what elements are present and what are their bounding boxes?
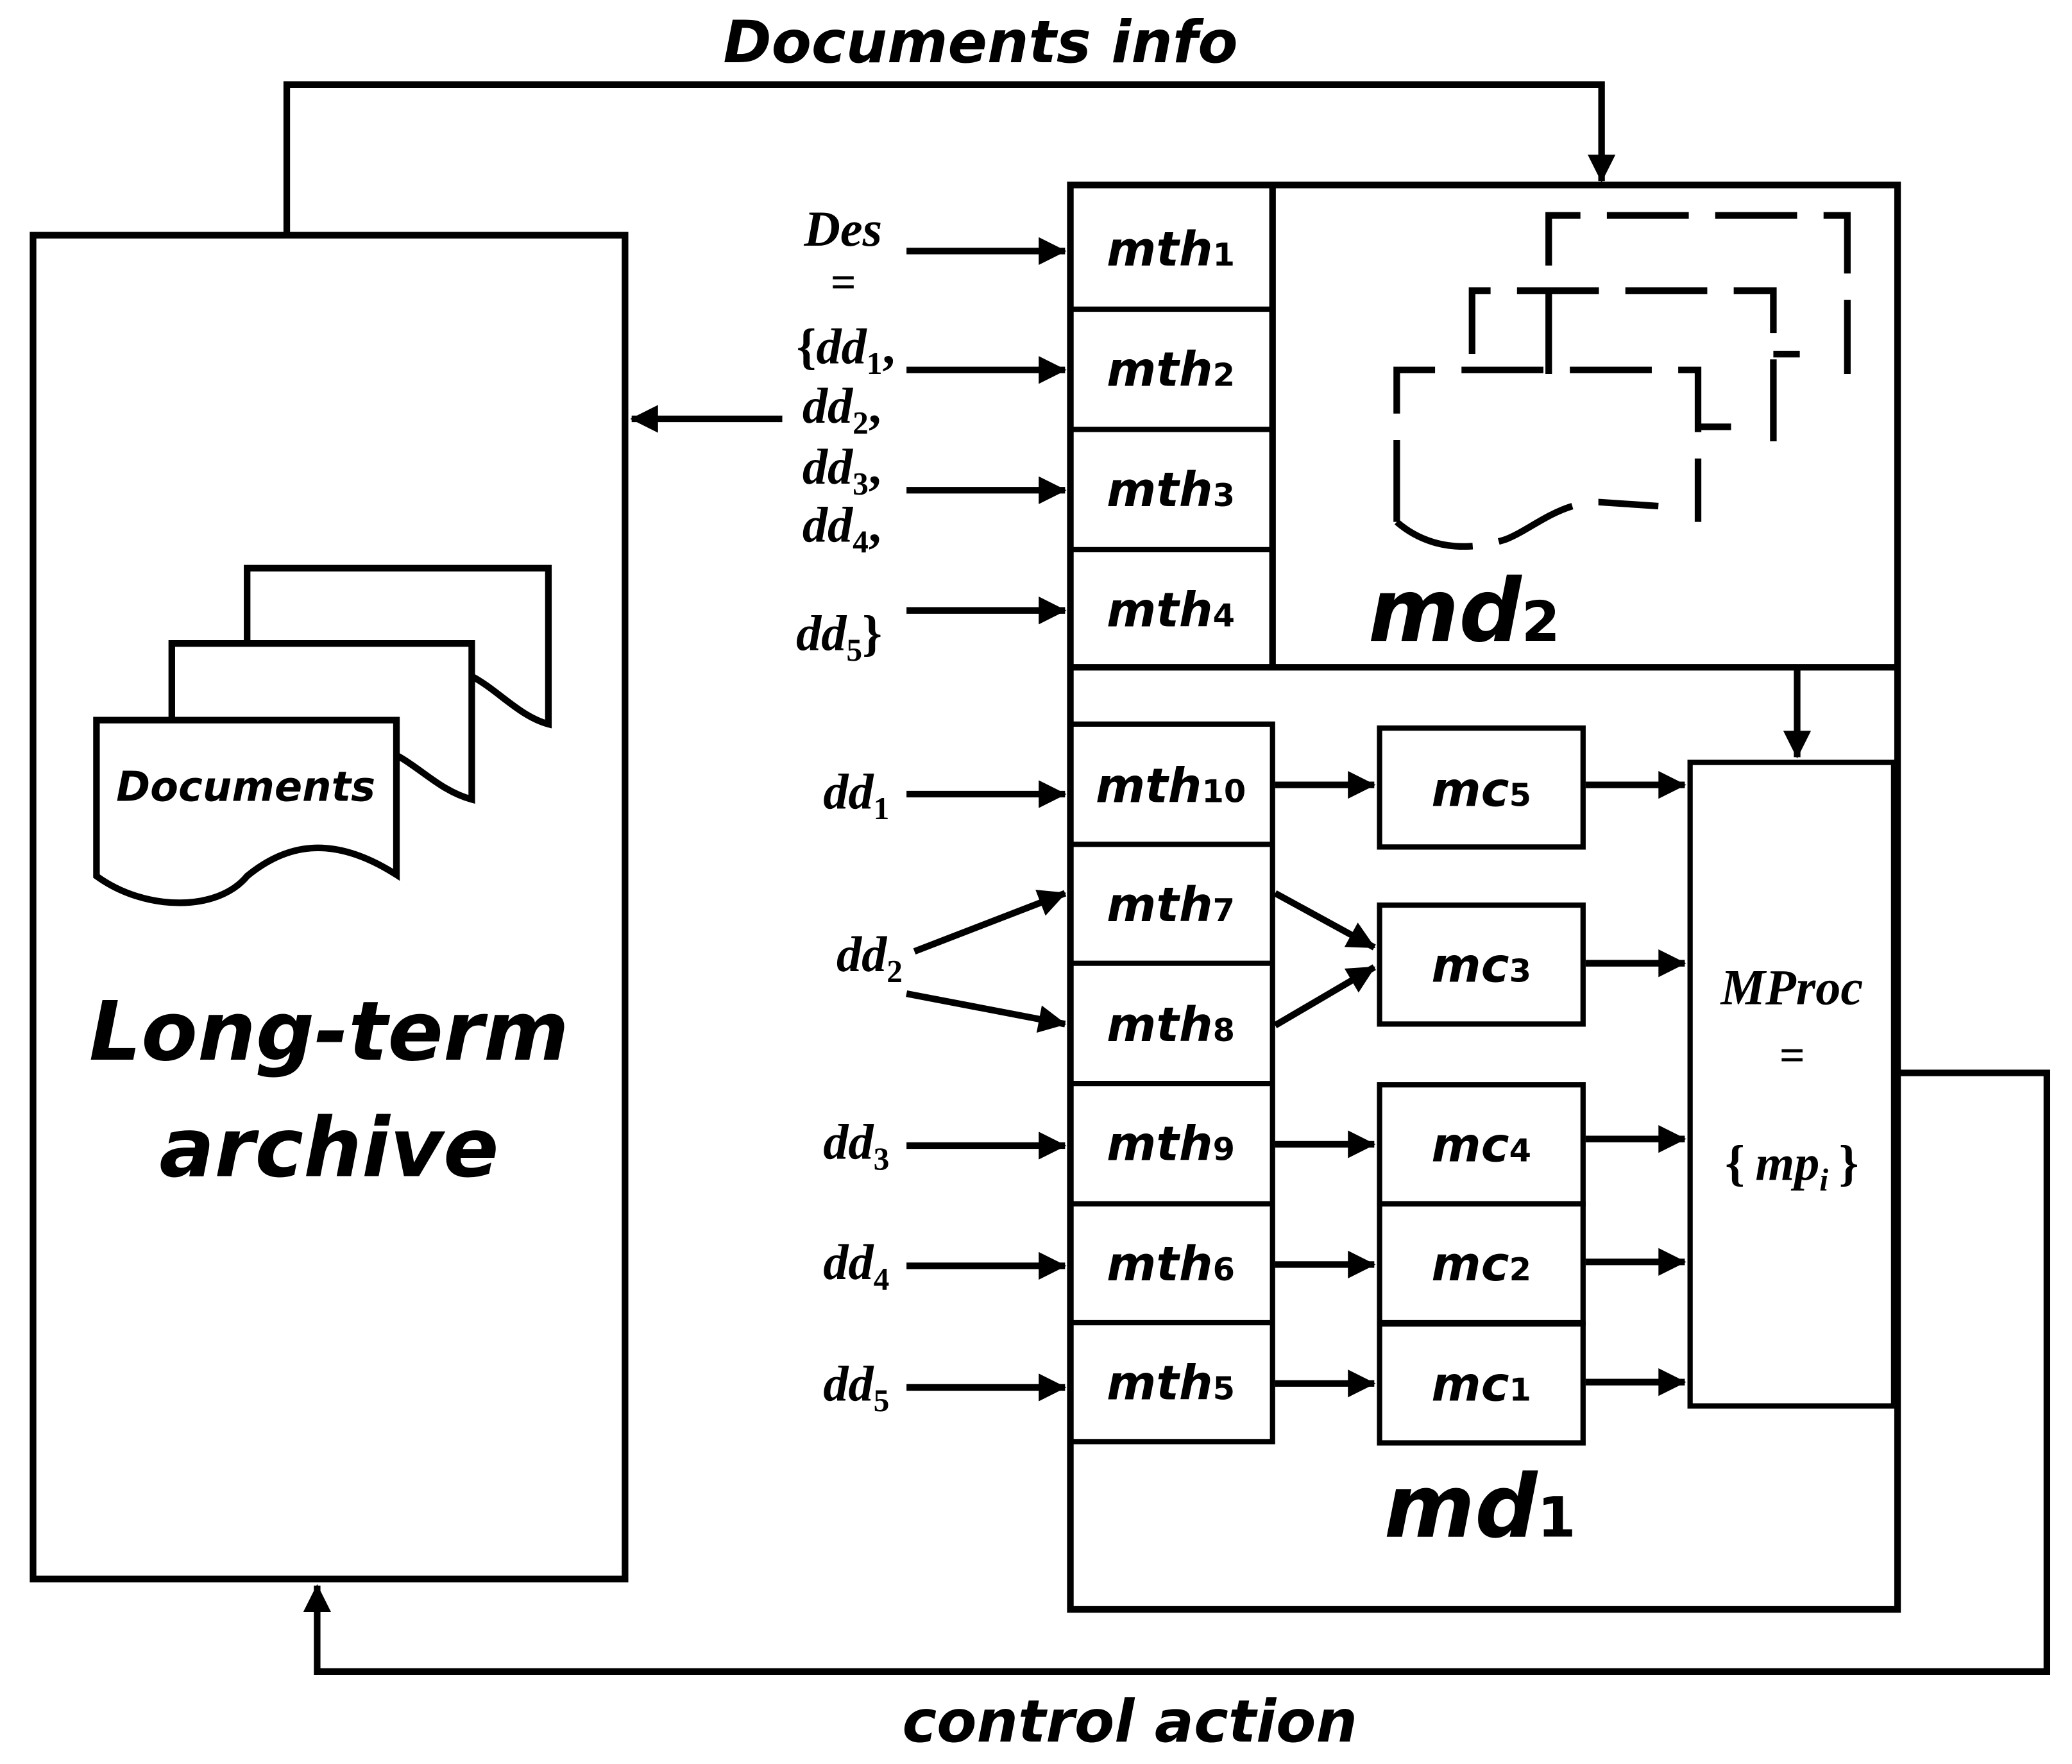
md2-method-2: mth2 bbox=[1107, 342, 1235, 397]
md1-input-arrows bbox=[906, 780, 1067, 1402]
md1-input-dd4: dd4 bbox=[823, 1234, 889, 1296]
md1-method-7: mth7 bbox=[1107, 878, 1235, 933]
descriptor-set: Des = {dd1, dd2, dd3, dd4, dd5} bbox=[796, 201, 895, 668]
mproc-name: MProc bbox=[1719, 960, 1863, 1015]
md1-method-8: mth8 bbox=[1107, 997, 1235, 1053]
md1-method-5: mth5 bbox=[1107, 1355, 1235, 1411]
md2-method-3: mth3 bbox=[1107, 462, 1235, 518]
md1-method-9: mth9 bbox=[1107, 1117, 1235, 1172]
md1-input-dd5: dd5 bbox=[823, 1356, 889, 1418]
md2-input-arrows bbox=[906, 237, 1067, 625]
classifier-mc2: mc2 bbox=[1431, 1237, 1531, 1292]
descriptor-item-5: dd5} bbox=[796, 605, 882, 667]
classifier-boxes bbox=[1377, 725, 1586, 1446]
classifier-mc4: mc4 bbox=[1431, 1118, 1531, 1173]
descriptor-item-1: {dd1, bbox=[797, 318, 895, 380]
documents-label: Documents bbox=[116, 763, 375, 811]
control-action-label: control action bbox=[903, 1688, 1357, 1756]
descriptor-equals: = bbox=[830, 258, 856, 307]
classifier-mc1: mc1 bbox=[1431, 1357, 1531, 1412]
mproc-set: {mpi} bbox=[1725, 1135, 1858, 1198]
md2-label: md2 bbox=[1368, 561, 1560, 662]
md1-method-10: mth10 bbox=[1096, 758, 1246, 813]
md2-method-cells bbox=[1070, 306, 1273, 553]
documents-stack-icon bbox=[93, 564, 552, 906]
archive-title-line1: Long-term bbox=[89, 984, 569, 1080]
md1-label: md1 bbox=[1384, 1457, 1576, 1558]
mproc-equals: = bbox=[1779, 1031, 1805, 1081]
mproc-box bbox=[1687, 759, 1897, 1409]
classifier-mc5: mc5 bbox=[1431, 763, 1531, 818]
md1-input-dd1: dd1 bbox=[823, 764, 889, 826]
md2-method-4: mth4 bbox=[1107, 582, 1235, 638]
md1-method-column bbox=[1067, 721, 1275, 1445]
md1-method-6: mth6 bbox=[1107, 1237, 1235, 1292]
md2-method-1: mth1 bbox=[1107, 222, 1235, 277]
method-to-classifier-arrows bbox=[1273, 770, 1376, 1398]
md1-input-dd2: dd2 bbox=[836, 926, 903, 988]
long-term-archive-box bbox=[30, 232, 629, 1582]
documents-info-arrow bbox=[283, 81, 1616, 235]
descriptor-item-4: dd4, bbox=[802, 497, 881, 559]
classifier-to-mproc-arrows bbox=[1585, 770, 1686, 1396]
documents-info-label: Documents info bbox=[723, 9, 1237, 76]
descriptor-item-2: dd2, bbox=[802, 378, 881, 440]
md1-input-dd3: dd3 bbox=[823, 1114, 889, 1176]
classifier-mc3: mc3 bbox=[1431, 938, 1531, 994]
control-action-arrow bbox=[303, 1069, 2050, 1675]
descriptor-item-3: dd3, bbox=[802, 439, 881, 501]
archive-title-line2: archive bbox=[159, 1100, 498, 1196]
md2-dashed-shapes bbox=[1393, 212, 1851, 550]
descriptor-name: Des bbox=[803, 201, 882, 257]
